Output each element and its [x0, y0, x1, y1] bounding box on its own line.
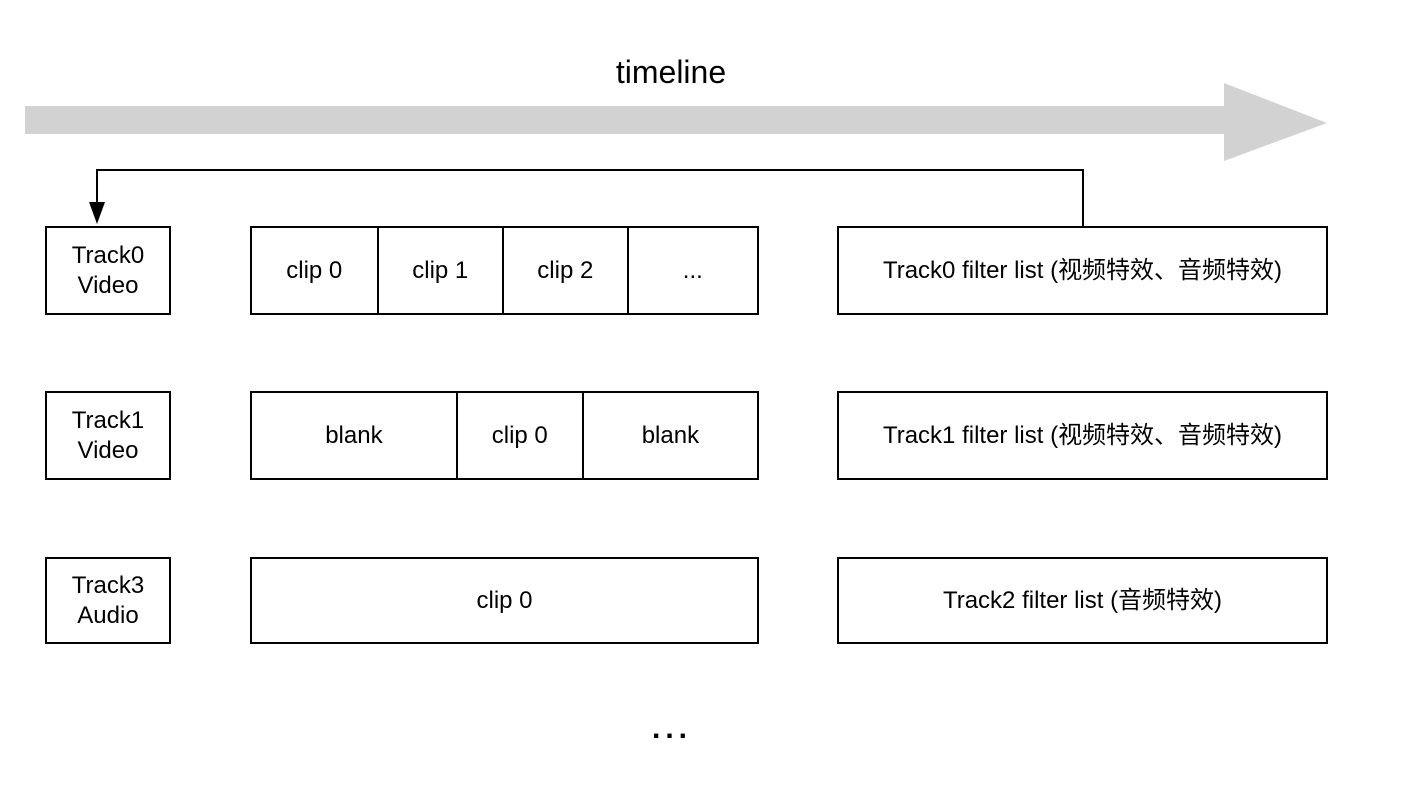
track-type: Video [77, 436, 139, 464]
clip-cell: clip 2 [504, 228, 629, 313]
track0-clip-strip: clip 0 clip 1 clip 2 ... [250, 226, 759, 315]
track-name: Track1 [71, 406, 145, 434]
track3-label-box: Track3 Audio [45, 557, 171, 644]
clip-cell-ellipsis: ... [682, 256, 703, 284]
clip-cell: clip 0 [476, 586, 533, 614]
track3-clip-strip: clip 0 [250, 557, 759, 644]
filter-to-track-connector-line [96, 169, 1084, 226]
track0-filter-list-box: Track0 filter list (视频特效、音频特效) [837, 226, 1328, 315]
clip-cell-blank: blank [252, 393, 458, 478]
clip-cell: clip 0 [252, 228, 379, 313]
track-row-0: Track0 Video clip 0 clip 1 clip 2 ... Tr… [0, 226, 1412, 315]
track-name: Track3 [71, 571, 145, 599]
track0-label-box: Track0 Video [45, 226, 171, 315]
track1-label-box: Track1 Video [45, 391, 171, 480]
clip-cell-blank: blank [641, 421, 700, 449]
track-row-2: Track3 Audio clip 0 Track2 filter list (… [0, 557, 1412, 644]
track2-filter-list-box: Track2 filter list (音频特效) [837, 557, 1328, 644]
more-tracks-ellipsis: ... [651, 712, 692, 745]
track-row-1: Track1 Video blank clip 0 blank Track1 f… [0, 391, 1412, 480]
track1-clip-strip: blank clip 0 blank [250, 391, 759, 480]
clip-cell: clip 0 [458, 393, 584, 478]
clip-cell: clip 1 [379, 228, 505, 313]
track-type: Video [77, 271, 139, 299]
track-type: Audio [77, 601, 139, 629]
arrow-down-icon [89, 202, 105, 224]
timeline-arrow-icon [25, 83, 1327, 161]
timeline-title: timeline [615, 54, 727, 90]
track-name: Track0 [71, 241, 145, 269]
track1-filter-list-box: Track1 filter list (视频特效、音频特效) [837, 391, 1328, 480]
